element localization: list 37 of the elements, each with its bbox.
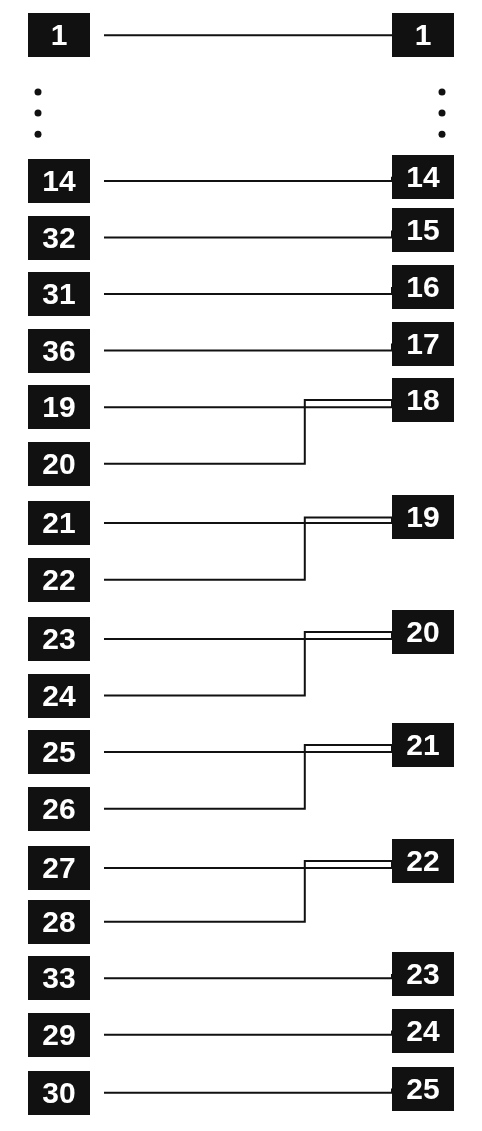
pin-number-box: 20 [392,609,454,654]
pin-number-box: 21 [28,501,90,546]
pin-number-box: 14 [28,158,90,203]
connector-line [103,859,393,923]
pin-number-box: 21 [392,723,454,768]
connector-line [103,516,393,581]
pin-number-box: 20 [28,441,90,486]
pin-number-box: 33 [28,956,90,1001]
pin-number-box: 24 [392,1008,454,1053]
pin-number-box: 22 [28,557,90,602]
pin-number-box: 23 [392,952,454,997]
pin-number-box: 22 [392,838,454,883]
connector-line [103,399,393,465]
connector-line [103,34,393,37]
pin-number-box: 1 [28,13,90,58]
pin-number-box: 25 [392,1066,454,1111]
connector-line [103,744,393,810]
pin-number-box: 31 [28,272,90,317]
pin-number-box: 19 [28,385,90,430]
connector-line [103,630,393,697]
pin-number-box: 17 [392,321,454,366]
pin-number-box: 26 [28,786,90,831]
pin-number-box: 1 [392,13,454,58]
pin-number-box: 27 [28,846,90,891]
pin-number-box: 18 [392,378,454,423]
pin-number-box: 29 [28,1012,90,1057]
pin-number-box: 24 [28,673,90,718]
pin-number-box: 19 [392,495,454,540]
pin-number-box: 28 [28,899,90,944]
pin-number-box: 14 [392,154,454,199]
pin-number-box: 25 [28,730,90,775]
pin-number-box: 36 [28,328,90,373]
pin-number-box: 32 [28,215,90,260]
pin-number-box: 15 [392,208,454,253]
pin-number-box: 30 [28,1070,90,1115]
pin-number-box: 16 [392,265,454,309]
pin-number-box: 23 [28,617,90,661]
